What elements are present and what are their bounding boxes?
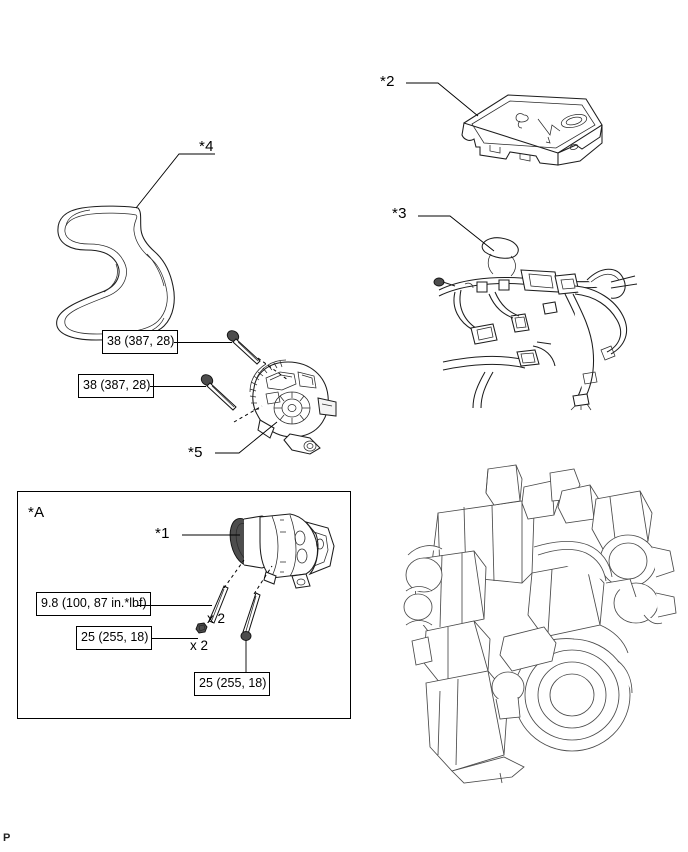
callout-wire-harness: *3 xyxy=(392,205,407,222)
torque-leader-compressor-bolt xyxy=(244,640,248,673)
compressor-bolt xyxy=(238,592,264,642)
torque-spec-alternator-bolt-lower: 38 (387, 28) xyxy=(78,374,155,398)
callout-compressor: *1 xyxy=(155,525,170,542)
alternator-illustration xyxy=(236,358,346,458)
page-mark: P xyxy=(3,832,11,844)
torque-leader-compressor-nut xyxy=(152,637,198,640)
compressor-nut xyxy=(194,621,210,637)
callout-alternator: *5 xyxy=(188,444,203,461)
engine-assembly-illustration xyxy=(403,455,684,785)
compressor-illustration xyxy=(228,512,340,594)
compressor-bracket-bolt-assembly-line xyxy=(222,559,248,590)
callout-belt: *4 xyxy=(199,138,214,155)
compressor-bolt-assembly-line xyxy=(252,565,276,596)
bracket-bolt-quantity: x 2 xyxy=(207,611,226,626)
alternator-bolt-lower xyxy=(200,374,242,412)
torque-leader-compressor-bracket-bolt xyxy=(137,604,212,607)
alternator-bolt-upper-assembly-line xyxy=(257,357,292,384)
torque-spec-compressor-bracket-bolt: 9.8 (100, 87 in.*lbf) xyxy=(36,592,151,616)
callout-panel-a: *A xyxy=(28,504,45,521)
compressor-bracket-bolt xyxy=(206,585,232,625)
wire-harness-illustration xyxy=(425,230,640,411)
alternator-bolt-lower-assembly-line xyxy=(233,405,266,426)
inset-panel-a xyxy=(17,491,351,719)
callout-engine-cover: *2 xyxy=(380,73,395,90)
alternator-bolt-upper xyxy=(226,330,266,366)
engine-cover-leader-line xyxy=(406,78,482,120)
drive-belt-illustration xyxy=(30,140,250,341)
wire-harness-leader-line xyxy=(418,211,502,255)
compressor-leader-line xyxy=(182,533,240,537)
nut-quantity: x 2 xyxy=(190,638,209,653)
torque-leader-alternator-lower xyxy=(150,385,206,388)
torque-spec-compressor-bolt: 25 (255, 18) xyxy=(194,672,271,696)
alternator-leader-line xyxy=(215,420,283,456)
torque-leader-alternator-upper xyxy=(174,341,232,344)
engine-cover-illustration xyxy=(450,85,610,175)
torque-spec-compressor-nut: 25 (255, 18) xyxy=(76,626,153,650)
belt-leader-line xyxy=(135,140,220,212)
torque-spec-alternator-bolt-upper: 38 (387, 28) xyxy=(102,330,179,354)
